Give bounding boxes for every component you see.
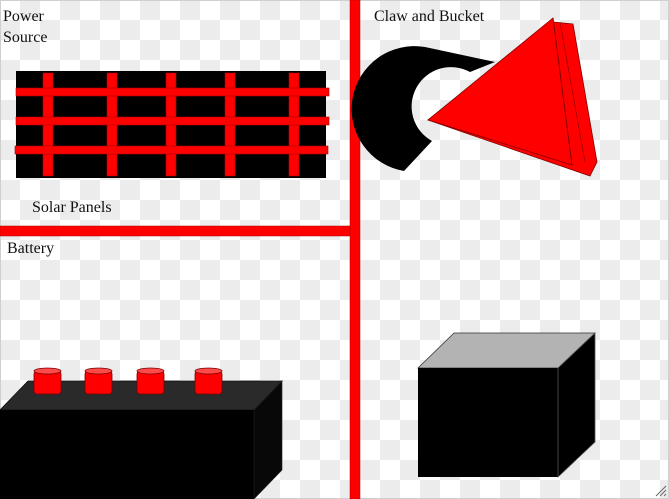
solar-panels-label: Solar Panels <box>32 199 112 216</box>
solar-panel-icon[interactable] <box>14 71 330 178</box>
claw-icon[interactable] <box>351 17 598 177</box>
horizontal-divider <box>0 225 351 237</box>
battery-icon[interactable] <box>0 367 283 499</box>
battery-label: Battery <box>7 240 55 257</box>
power-source-label: Power Source <box>3 8 48 46</box>
vertical-divider <box>349 0 361 499</box>
claw-and-bucket-label: Claw and Bucket <box>374 8 485 25</box>
box-icon[interactable] <box>417 332 597 478</box>
battery-terminals <box>33 367 223 395</box>
resize-grip-icon[interactable] <box>655 485 667 497</box>
